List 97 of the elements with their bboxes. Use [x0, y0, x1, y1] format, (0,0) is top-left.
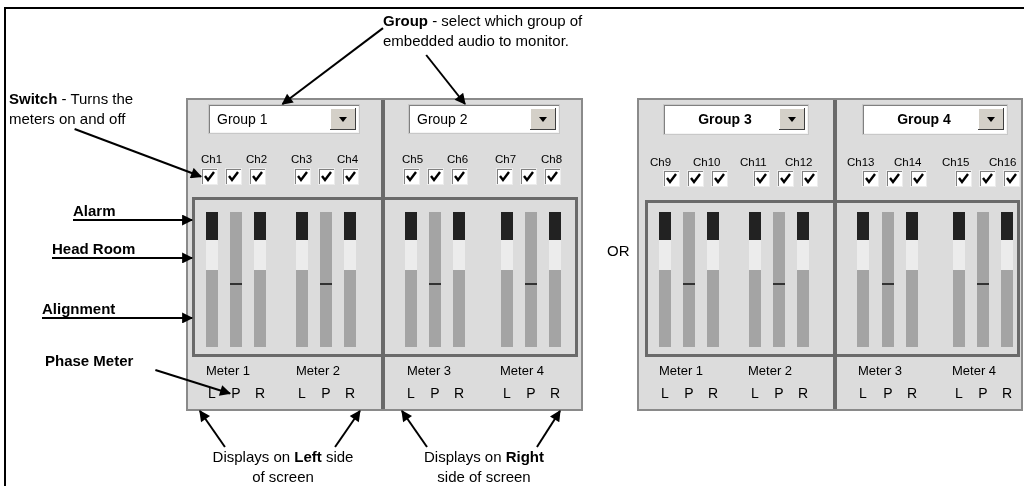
meter-letter: L: [954, 385, 964, 402]
meter-label: Meter 4: [952, 362, 997, 379]
leader-arrow: [51, 252, 194, 264]
channel-label: Ch9: [650, 155, 672, 170]
meter-letter: L: [297, 385, 307, 402]
checked-checkbox: [342, 168, 359, 185]
meter-letter: L: [406, 385, 416, 402]
meter-label: Meter 4: [500, 362, 545, 379]
dropdown: Group 4: [862, 104, 1008, 135]
checked-checkbox: [687, 170, 704, 187]
callout-text: Switch - Turns the meters on and off: [9, 89, 169, 129]
checked-checkbox: [663, 170, 680, 187]
checked-checkbox: [801, 170, 818, 187]
leader-arrow: [73, 128, 203, 179]
channel-label: Ch15: [942, 155, 970, 170]
callout-text: Alarm: [73, 202, 123, 220]
checked-checkbox: [711, 170, 728, 187]
meter-letter: R: [707, 385, 719, 402]
meter-letter: P: [230, 385, 242, 402]
channel-label: Ch2: [246, 152, 268, 167]
checked-checkbox: [294, 168, 311, 185]
checked-checkbox: [201, 168, 218, 185]
meter-letter: R: [344, 385, 356, 402]
meter-letter: P: [525, 385, 537, 402]
meter-letter: L: [207, 385, 217, 402]
channel-label: Ch6: [447, 152, 469, 167]
meter-letter: P: [773, 385, 785, 402]
channel-label: Ch11: [740, 155, 767, 170]
channel-label: Ch10: [693, 155, 721, 170]
dropdown: Group 1: [208, 104, 360, 134]
meter-letter: P: [429, 385, 441, 402]
meter-letter: P: [320, 385, 332, 402]
meter-letter: L: [858, 385, 868, 402]
checked-checkbox: [979, 170, 996, 187]
meter-frame: [192, 197, 578, 357]
channel-label: Ch4: [337, 152, 359, 167]
channel-label: Ch5: [402, 152, 424, 167]
channel-label: Ch7: [495, 152, 517, 167]
channel-label: Ch16: [989, 155, 1017, 170]
callout-text: Alignment: [42, 300, 132, 318]
channel-label: Ch1: [201, 152, 223, 167]
checked-checkbox: [910, 170, 927, 187]
meter-letter: L: [750, 385, 760, 402]
or-text: OR: [607, 242, 630, 259]
callout-text: Displays on Right side of screen: [409, 447, 559, 485]
channel-label: Ch8: [541, 152, 563, 167]
meter-label: Meter 3: [407, 362, 452, 379]
channel-label: Ch12: [785, 155, 813, 170]
callout-text: Displays on Left side of screen: [208, 447, 358, 485]
leader-arrow: [198, 410, 226, 448]
checked-checkbox: [544, 168, 561, 185]
meter-letter: R: [906, 385, 918, 402]
leader-arrow: [281, 27, 384, 105]
channel-label: Ch14: [894, 155, 922, 170]
checked-checkbox: [955, 170, 972, 187]
channel-label: Ch13: [847, 155, 875, 170]
leader-arrow: [334, 410, 361, 448]
leader-arrow: [425, 54, 466, 105]
meter-label: Meter 1: [206, 362, 251, 379]
checked-checkbox: [862, 170, 879, 187]
meter-label: Meter 3: [858, 362, 903, 379]
channel-label: Ch3: [291, 152, 313, 167]
checked-checkbox: [427, 168, 444, 185]
meter-letter: R: [254, 385, 266, 402]
callout-text: Group - select which group of embedded audio to monitor.: [383, 11, 623, 55]
checked-checkbox: [520, 168, 537, 185]
checked-checkbox: [403, 168, 420, 185]
leader-arrow: [41, 312, 194, 324]
checked-checkbox: [318, 168, 335, 185]
leader-arrow: [400, 410, 428, 448]
meter-letter: P: [683, 385, 695, 402]
checked-checkbox: [886, 170, 903, 187]
dropdown: Group 3: [663, 104, 809, 135]
checked-checkbox: [496, 168, 513, 185]
meter-letter: P: [882, 385, 894, 402]
meter-letter: L: [502, 385, 512, 402]
checked-checkbox: [753, 170, 770, 187]
meter-letter: R: [549, 385, 561, 402]
meter-letter: R: [797, 385, 809, 402]
meter-letter: R: [1001, 385, 1013, 402]
meter-letter: R: [453, 385, 465, 402]
meter-letter: L: [660, 385, 670, 402]
checked-checkbox: [451, 168, 468, 185]
callout-text: Head Room: [52, 240, 152, 258]
leader-arrow: [72, 214, 194, 226]
dropdown: Group 2: [408, 104, 560, 134]
callout-text: Phase Meter: [45, 352, 165, 370]
checked-checkbox: [777, 170, 794, 187]
checked-checkbox: [249, 168, 266, 185]
meter-label: Meter 2: [296, 362, 341, 379]
leader-arrow: [154, 369, 232, 396]
checked-checkbox: [225, 168, 242, 185]
meter-label: Meter 1: [659, 362, 704, 379]
meter-letter: P: [977, 385, 989, 402]
meter-label: Meter 2: [748, 362, 793, 379]
checked-checkbox: [1003, 170, 1020, 187]
leader-arrow: [535, 410, 561, 448]
